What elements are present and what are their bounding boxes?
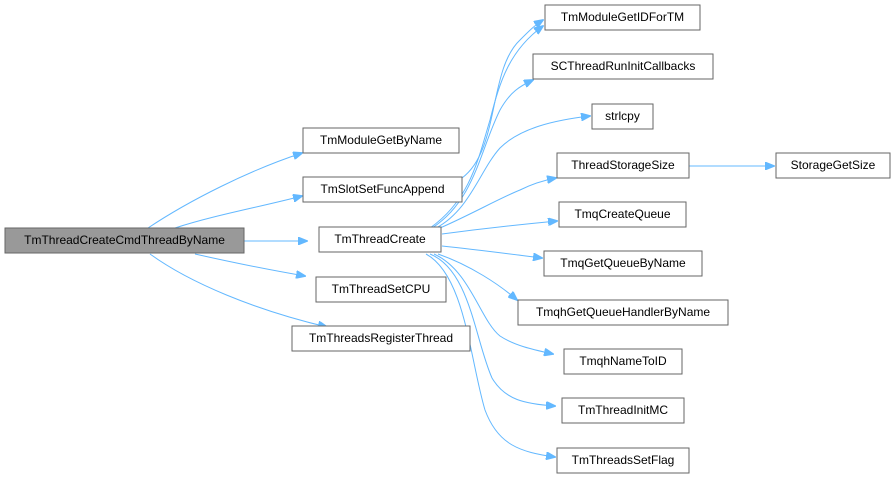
- node-tm-thread-set-cpu[interactable]: TmThreadSetCPU: [315, 276, 447, 303]
- node-label: TmModuleGetIDForTM: [561, 10, 684, 24]
- node-tmqh-name-to-id[interactable]: TmqhNameToID: [563, 348, 683, 375]
- node-strlcpy[interactable]: strlcpy: [591, 103, 654, 130]
- edge-thread-create-to-tmqh-name-to-id: [433, 253, 553, 354]
- node-tm-thread-create[interactable]: TmThreadCreate: [318, 226, 442, 253]
- edge-thread-create-to-tm-threads-set-flag: [425, 253, 555, 457]
- edge-root-to-tm-slot-set-func-append: [174, 196, 302, 229]
- node-sc-thread-run-init-callbacks[interactable]: SCThreadRunInitCallbacks: [532, 53, 714, 80]
- node-label: strlcpy: [605, 109, 640, 123]
- edge-thread-create-to-run-init-callbacks: [431, 80, 533, 229]
- edge-thread-create-to-tmq-get-queue-by-name: [441, 245, 542, 258]
- edge-thread-create-to-tmq-create-queue: [441, 221, 557, 235]
- edge-root-to-tm-thread-set-cpu: [194, 253, 305, 276]
- node-label: TmThreadInitMC: [578, 403, 668, 417]
- node-label: TmThreadSetCPU: [332, 282, 431, 296]
- edge-thread-create-to-strlcpy: [435, 116, 590, 229]
- edge-thread-create-to-tm-thread-init-mc: [429, 253, 555, 406]
- node-label: TmModuleGetByName: [320, 133, 442, 147]
- node-tmqh-get-queue-handler-by-name[interactable]: TmqhGetQueueHandlerByName: [517, 299, 729, 326]
- node-tm-threads-register-thread[interactable]: TmThreadsRegisterThread: [291, 325, 471, 352]
- node-label: StorageGetSize: [791, 158, 876, 172]
- edges: [147, 20, 774, 457]
- edge-slot-set-func-append-to-module-get-id: [461, 20, 543, 179]
- node-label: TmqhNameToID: [579, 354, 667, 368]
- node-tmq-create-queue[interactable]: TmqCreateQueue: [558, 201, 687, 228]
- node-label: TmThreadsSetFlag: [572, 453, 675, 467]
- node-label: SCThreadRunInitCallbacks: [551, 59, 696, 73]
- node-thread-storage-size[interactable]: ThreadStorageSize: [556, 152, 690, 179]
- edge-root-to-tm-threads-register-thread: [149, 253, 327, 327]
- node-tm-thread-init-mc[interactable]: TmThreadInitMC: [561, 397, 685, 424]
- node-tm-module-get-by-name[interactable]: TmModuleGetByName: [302, 127, 460, 154]
- node-tmq-get-queue-by-name[interactable]: TmqGetQueueByName: [543, 250, 703, 277]
- edge-root-to-tm-module-get-by-name: [147, 153, 302, 229]
- node-storage-get-size[interactable]: StorageGetSize: [775, 152, 891, 179]
- node-label: TmqCreateQueue: [574, 207, 670, 221]
- node-root[interactable]: TmThreadCreateCmdThreadByName: [4, 227, 245, 254]
- node-label: TmThreadCreate: [334, 232, 426, 246]
- node-label: TmqhGetQueueHandlerByName: [536, 305, 710, 319]
- node-label-root: TmThreadCreateCmdThreadByName: [24, 233, 225, 247]
- node-tm-module-get-id-for-tm[interactable]: TmModuleGetIDForTM: [544, 4, 701, 31]
- node-label: TmqGetQueueByName: [560, 256, 686, 270]
- edge-thread-create-to-thread-storage-size: [439, 178, 556, 229]
- node-tm-threads-set-flag[interactable]: TmThreadsSetFlag: [556, 447, 690, 474]
- node-label: TmSlotSetFuncAppend: [320, 182, 444, 196]
- node-label: ThreadStorageSize: [571, 158, 675, 172]
- edge-thread-create-to-tmqh-get-queue-handler: [437, 253, 517, 300]
- node-label: TmThreadsRegisterThread: [309, 331, 453, 345]
- node-tm-slot-set-func-append[interactable]: TmSlotSetFuncAppend: [302, 176, 463, 203]
